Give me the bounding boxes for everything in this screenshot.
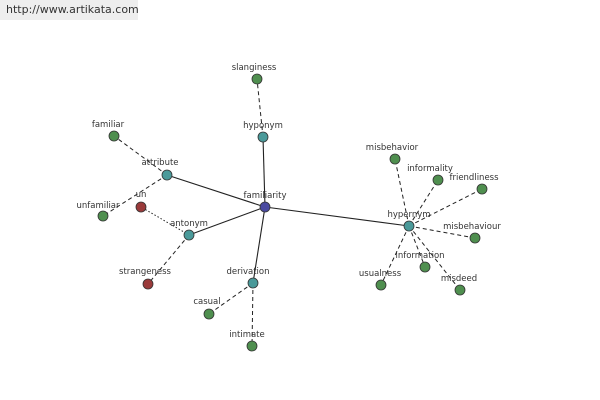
edge-familiarity-antonym (188, 206, 266, 236)
node-derivation[interactable] (247, 277, 259, 289)
node-attribute[interactable] (161, 169, 173, 181)
node-label-strangeness: strangeness (119, 267, 172, 277)
node-familiarity[interactable] (259, 201, 271, 213)
edge-hyponym-slanginess (256, 78, 264, 138)
node-label-usualness: usualness (359, 269, 402, 279)
edge-familiarity-attribute (166, 174, 266, 208)
node-label-informality: informality (407, 164, 453, 174)
edge-attribute-familiar (113, 135, 168, 176)
edge-derivation-intimate (251, 282, 254, 347)
node-informality[interactable] (432, 174, 444, 186)
node-antonym[interactable] (183, 229, 195, 241)
source-url[interactable]: http://www.artikata.com (0, 0, 139, 20)
edge-antonym-strangeness (147, 234, 190, 285)
node-misdeed[interactable] (454, 284, 466, 296)
node-casual[interactable] (203, 308, 215, 320)
node-intimate[interactable] (246, 340, 258, 352)
node-label-misbehaviour: misbehaviour (443, 222, 501, 232)
node-label-attribute: attribute (141, 158, 178, 168)
node-label-hyponym: hyponym (243, 121, 283, 131)
node-strangeness[interactable] (142, 278, 154, 290)
edge-hypernym-information (408, 225, 426, 268)
edge-layer (102, 78, 483, 347)
node-label-friendliness: friendliness (449, 173, 499, 183)
node-unfamiliar[interactable] (97, 210, 109, 222)
node-label-un: un (136, 190, 147, 200)
node-label-information: information (395, 251, 444, 261)
node-label-misbehavior: misbehavior (366, 143, 419, 153)
node-label-derivation: derivation (226, 267, 269, 277)
edge-familiarity-hyponym (262, 136, 266, 208)
edge-familiarity-derivation (252, 206, 266, 284)
node-misbehavior[interactable] (389, 153, 401, 165)
node-friendliness[interactable] (476, 183, 488, 195)
node-usualness[interactable] (375, 279, 387, 291)
node-label-misdeed: misdeed (441, 274, 477, 284)
edge-attribute-unfamiliar (102, 174, 168, 217)
edge-antonym-un (140, 206, 190, 236)
node-label-antonym: antonym (170, 219, 208, 229)
node-layer: familiarity hyponym slanginess attribute fam… (76, 63, 501, 352)
edge-hypernym-usualness (380, 225, 410, 286)
node-label-casual: casual (193, 297, 220, 307)
node-label-familiar: familiar (92, 120, 125, 130)
node-label-hypernym: hypernym (387, 210, 430, 220)
edge-hypernym-misbehavior (394, 158, 410, 227)
node-hyponym[interactable] (257, 131, 269, 143)
node-information[interactable] (419, 261, 431, 273)
node-label-intimate: intimate (229, 330, 265, 340)
node-slanginess[interactable] (251, 73, 263, 85)
node-un[interactable] (135, 201, 147, 213)
node-label-slanginess: slanginess (232, 63, 277, 73)
edge-familiarity-hypernym (264, 206, 410, 227)
node-hypernym[interactable] (403, 220, 415, 232)
edge-hypernym-informality (408, 179, 439, 227)
node-label-familiarity: familiarity (244, 191, 287, 201)
edge-derivation-casual (208, 282, 254, 315)
node-misbehaviour[interactable] (469, 232, 481, 244)
node-familiar[interactable] (108, 130, 120, 142)
edge-hypernym-friendliness (408, 188, 483, 227)
node-label-unfamiliar: unfamiliar (76, 201, 120, 211)
